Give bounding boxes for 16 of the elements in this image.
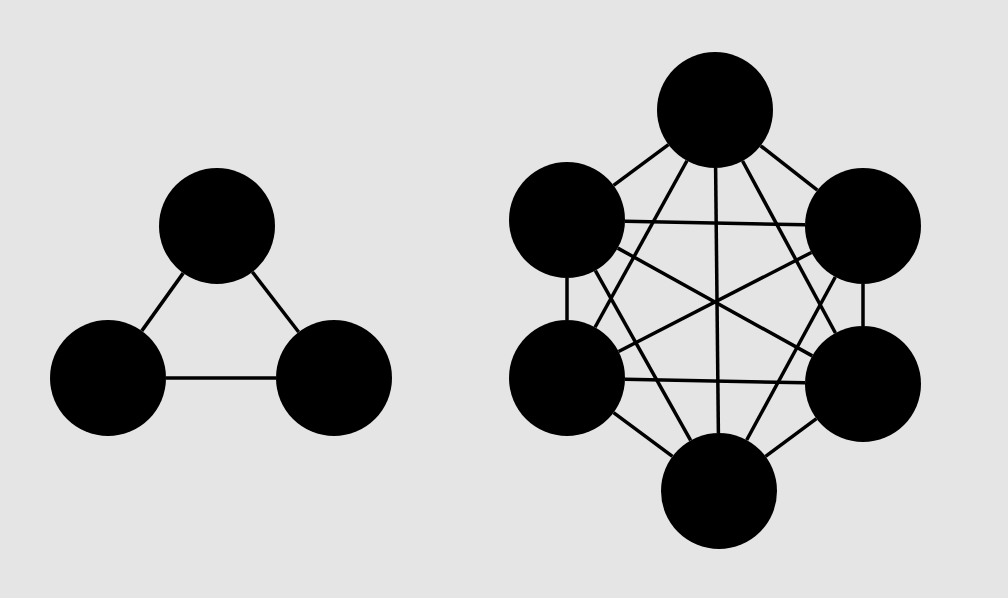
vertical-edge — [713, 168, 721, 433]
horizontal-edge — [166, 376, 276, 380]
falling-diagonal-edge — [759, 144, 819, 192]
rising-diagonal-edge — [593, 159, 689, 329]
rising-diagonal-edge — [612, 143, 670, 187]
falling-diagonal-edge — [741, 160, 837, 334]
rising-diagonal-edge — [745, 276, 837, 441]
falling-diagonal-edge — [612, 411, 674, 458]
horizontal-edge — [624, 219, 806, 227]
vertical-edge — [861, 284, 865, 326]
rising-diagonal-edge — [764, 417, 818, 458]
falling-diagonal-edge — [251, 270, 300, 334]
rising-diagonal-edge — [140, 272, 185, 332]
horizontal-edge — [624, 377, 806, 385]
vertical-edge — [565, 278, 569, 320]
falling-diagonal-edge — [593, 269, 693, 442]
